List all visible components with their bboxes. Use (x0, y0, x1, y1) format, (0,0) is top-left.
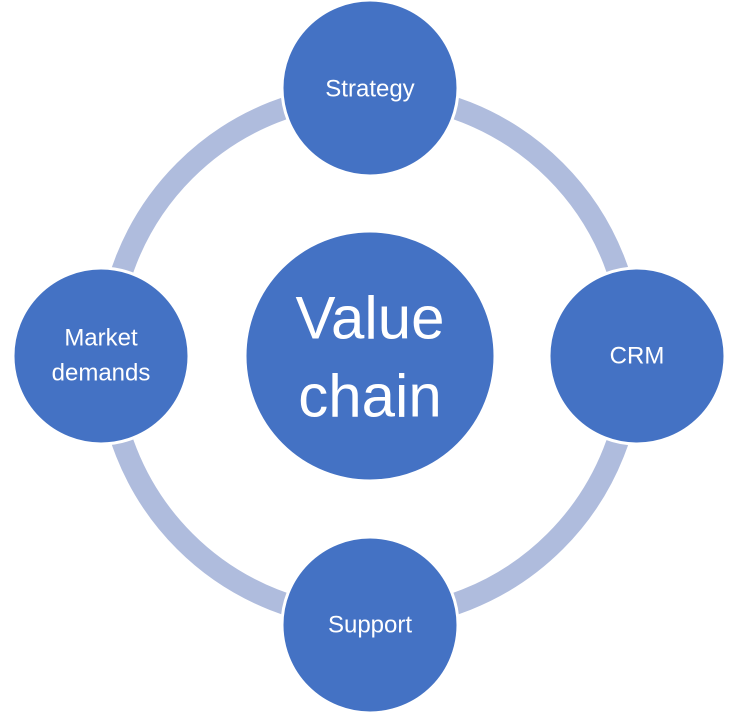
support-node: Support (280, 535, 460, 715)
market-demands-node: Market demands (11, 266, 191, 446)
strategy-node-circle (280, 0, 460, 178)
center-node-circle (243, 229, 497, 483)
market-demands-node-label-line2: demands (52, 360, 151, 387)
support-node-circle (280, 535, 460, 715)
center-node-label-line2: chain (298, 363, 441, 430)
support-node-label: Support (328, 612, 412, 639)
market-demands-node-label-line1: Market (64, 325, 138, 352)
crm-node: CRM (547, 266, 727, 446)
crm-node-label: CRM (610, 343, 665, 370)
market-demands-node-circle (11, 266, 191, 446)
center-node-label-line1: Value (295, 285, 444, 352)
strategy-node-label: Strategy (325, 76, 414, 103)
strategy-node: Strategy (280, 0, 460, 178)
crm-node-circle (547, 266, 727, 446)
center-node: Value chain (243, 229, 497, 483)
